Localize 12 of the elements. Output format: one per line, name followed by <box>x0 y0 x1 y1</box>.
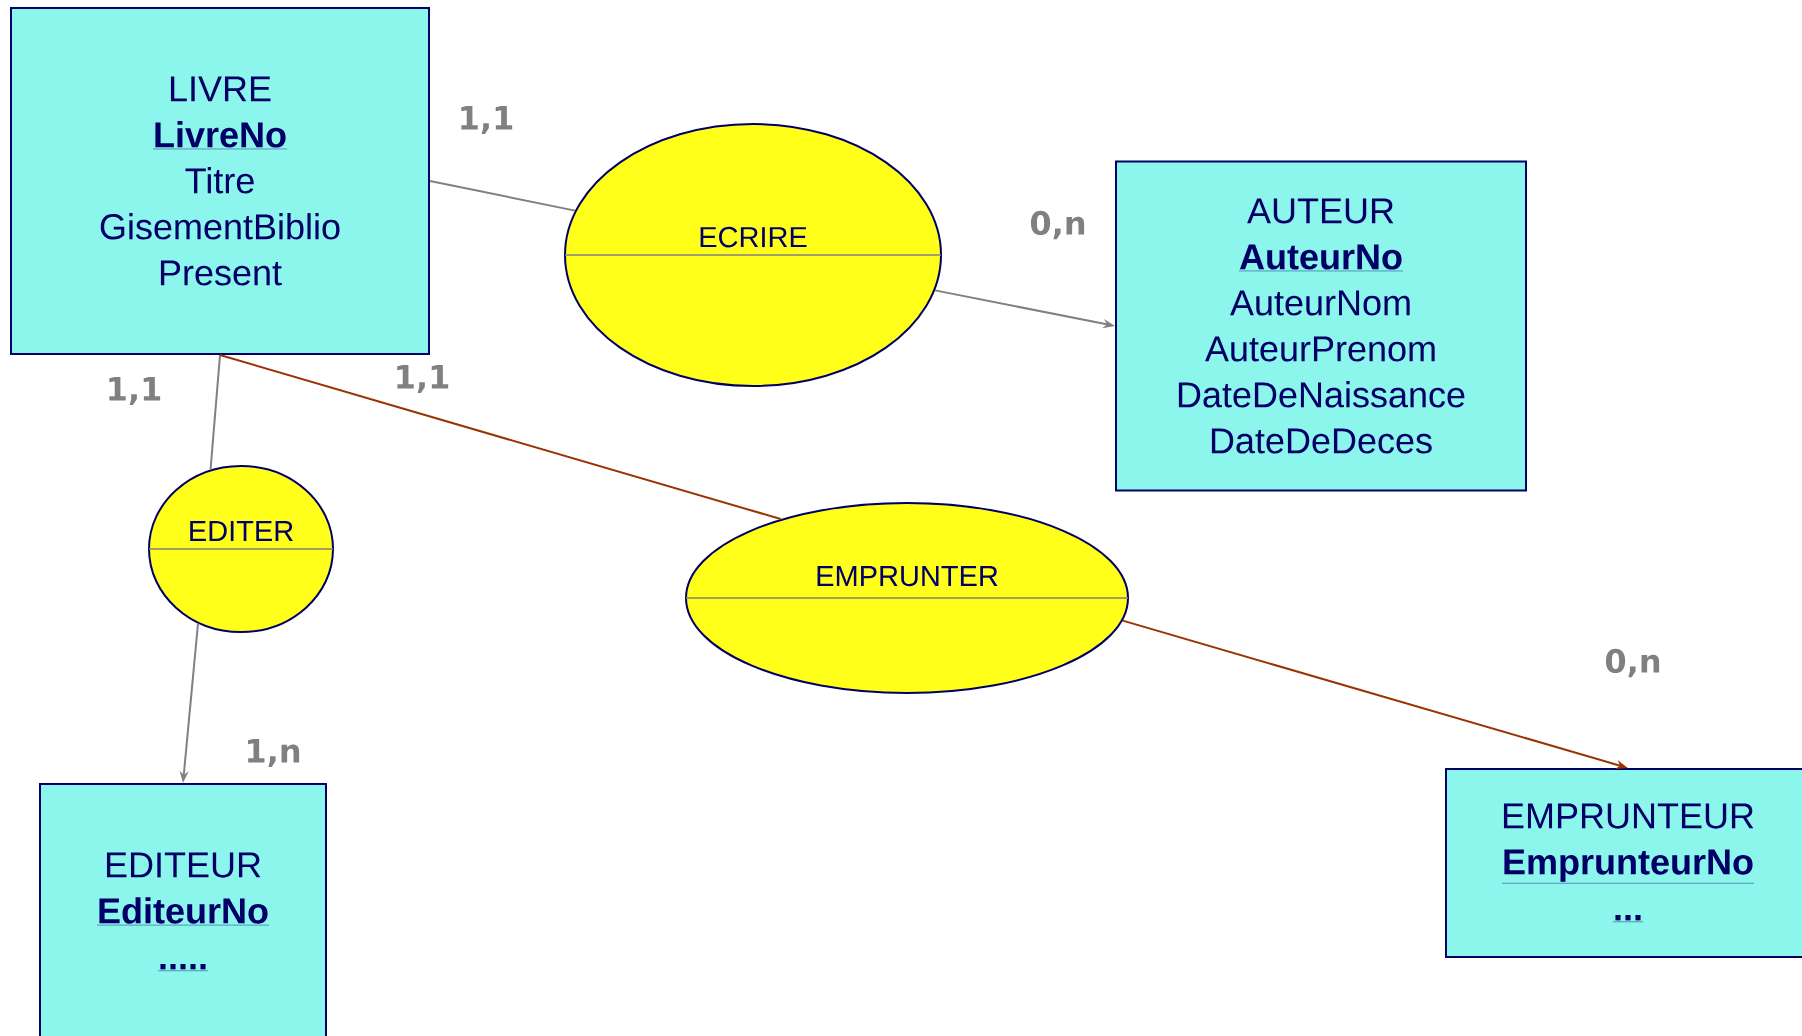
entity-box: EMPRUNTEUR EmprunteurNo ... <box>1445 768 1802 958</box>
connector <box>219 354 782 521</box>
connector <box>429 180 576 212</box>
connector <box>209 354 221 471</box>
cardinality-label: 1,1 <box>461 106 513 134</box>
entity-box: EDITEUR EditeurNo ..... <box>39 783 327 1036</box>
cardinality-label: 0,n <box>1030 210 1085 240</box>
cardinality-label: 1,1 <box>397 365 449 393</box>
cardinality-label: 1,1 <box>109 377 161 405</box>
cardinality-label: 0,n <box>1605 648 1660 678</box>
entity-box: AUTEUR AuteurNo AuteurNom AuteurPrenom DateDeNaissance DateDeDeces <box>1115 160 1527 492</box>
entity-box: LIVRE LivreNo Titre GisementBiblio Present <box>10 7 430 355</box>
